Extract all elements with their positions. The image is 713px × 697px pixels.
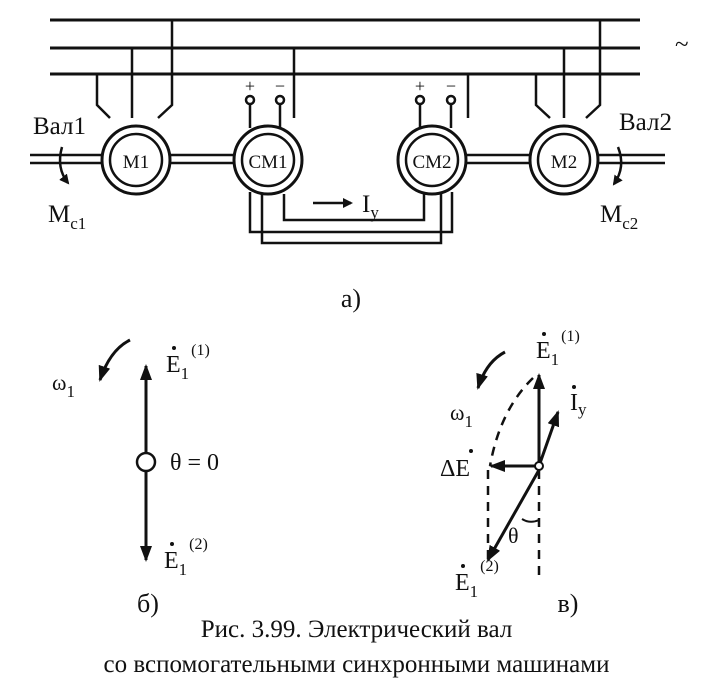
E2-dot-b <box>170 542 174 546</box>
current-label: Iу <box>362 191 379 222</box>
cm1-plus: + <box>245 76 255 96</box>
sync-machine-cm1 <box>232 124 304 196</box>
shaft-left <box>30 153 235 165</box>
tilde-label: ~ <box>675 31 689 58</box>
motor-m1 <box>100 124 172 196</box>
omega-arrow-v <box>476 350 506 390</box>
torque1-arrow <box>58 146 70 185</box>
torque1-label: Mc1 <box>48 201 86 233</box>
E1-dot-b <box>172 346 176 350</box>
cm2-plus: + <box>415 76 425 96</box>
diagram-v <box>476 350 560 578</box>
diagram-v-labels: ω1 E1(1) Iу ΔE θ E1(2) в) <box>440 328 587 618</box>
diagram-a-labels: Вал1 Вал2 ~ M1 M2 CM1 CM2 + − + − Iу Mc1… <box>33 31 689 313</box>
part-a-label: а) <box>341 284 361 313</box>
shaft-right <box>464 153 665 165</box>
cm1-excitation-terminals <box>244 94 286 128</box>
origin-v <box>534 461 544 471</box>
sync-machine-cm2 <box>396 124 468 196</box>
motor1-label: M1 <box>123 152 149 173</box>
E1-label-v: E1(1) <box>536 328 580 369</box>
E2-dot-v <box>461 564 465 568</box>
theta-arc-v <box>521 518 540 523</box>
caption-line-2: со вспомогательными синхронными машинами <box>103 651 610 678</box>
dE-dot-v <box>469 449 473 453</box>
diagram-b-labels: ω1 E1(1) θ = 0 E1(2) б) <box>52 342 219 618</box>
part-v-label: в) <box>558 589 579 618</box>
theta-label-v: θ <box>508 523 519 548</box>
shaft1-label: Вал1 <box>33 113 86 140</box>
cm1-minus: − <box>275 76 285 96</box>
E1-label-b: E1(1) <box>166 342 210 383</box>
caption-line-1: Рис. 3.99. Электрический вал <box>200 616 513 643</box>
Iy-dot-v <box>572 385 576 389</box>
shaft2-label: Вал2 <box>619 109 672 136</box>
part-b-label: б) <box>137 589 159 618</box>
rotor-interconnection <box>248 192 454 245</box>
theta-zero-label: θ = 0 <box>170 450 219 476</box>
sync1-label: CM1 <box>248 152 287 173</box>
m2-feeders <box>534 20 602 119</box>
diagram-a <box>30 18 665 245</box>
torque2-arrow <box>612 146 623 186</box>
E2-label-v: E1(2) <box>455 558 499 601</box>
omega-arrow-b <box>98 338 131 382</box>
vector-Iy-v <box>537 410 560 467</box>
diagram-b <box>98 338 157 562</box>
E1-dot-v <box>542 332 546 336</box>
cm2-excitation-terminals <box>414 94 457 128</box>
dashed-locus-v <box>488 377 534 467</box>
dE-label-v: ΔE <box>440 456 470 482</box>
cm2-minus: − <box>446 76 456 96</box>
vector-E2-v <box>486 469 541 562</box>
omega-label-v: ω1 <box>450 400 473 431</box>
m1-feeders <box>95 20 174 119</box>
Iy-label-v: Iу <box>570 390 587 419</box>
omega-label-b: ω1 <box>52 370 75 401</box>
torque2-label: Mc2 <box>600 201 638 233</box>
sync2-label: CM2 <box>412 152 451 173</box>
motor2-label: M2 <box>551 152 577 173</box>
E2-label-b: E1(2) <box>164 536 208 579</box>
origin-b <box>135 451 157 473</box>
motor-m2 <box>528 124 600 196</box>
